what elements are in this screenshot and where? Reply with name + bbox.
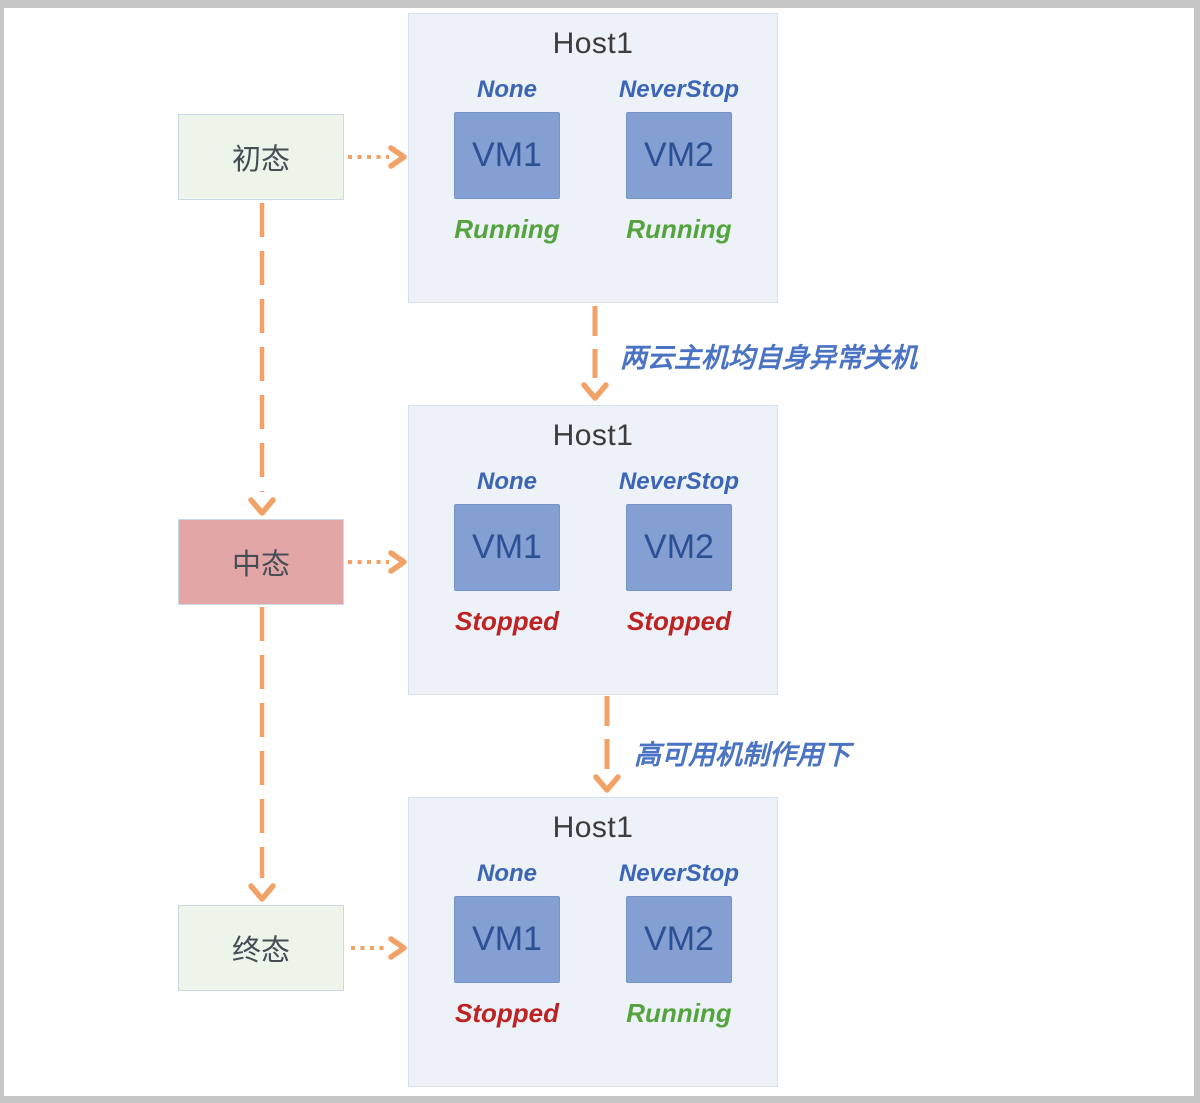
- vm-status-label: Stopped: [455, 606, 559, 636]
- vm-column-vm2: NeverStop VM2 Running: [605, 858, 753, 1029]
- vm-name: VM2: [644, 920, 714, 958]
- vm-box: VM2: [626, 504, 732, 591]
- vm-column-vm1: None VM1 Running: [433, 74, 581, 245]
- state-label-middle: 中态: [231, 549, 290, 581]
- vm-status-label: Stopped: [627, 606, 731, 636]
- vm-column-vm2: NeverStop VM2 Running: [605, 74, 753, 245]
- arrow-state-initial-to-middle: [248, 203, 276, 516]
- vm-row: None VM1 Running NeverStop VM2 Running: [409, 74, 777, 245]
- state-label-final: 终态: [231, 935, 290, 967]
- arrow-initial-to-host1: [348, 145, 407, 169]
- vm-name: VM1: [472, 920, 542, 958]
- state-box-final: 终态: [178, 905, 344, 991]
- arrow-middle-to-host1: [348, 550, 407, 574]
- vm-box: VM2: [626, 896, 732, 983]
- vm-name: VM2: [644, 528, 714, 566]
- vm-column-vm2: NeverStop VM2 Stopped: [605, 466, 753, 637]
- arrow-state-middle-to-final: [248, 607, 276, 902]
- arrow-host1-to-host2: [581, 306, 609, 401]
- state-box-initial: 初态: [178, 114, 344, 200]
- vm-column-vm1: None VM1 Stopped: [433, 466, 581, 637]
- host-box-2: Host1 None VM1 Stopped NeverStop VM2 Sto…: [408, 405, 778, 695]
- vm-status-label: Running: [626, 214, 732, 244]
- state-box-middle: 中态: [178, 519, 344, 605]
- transition-label-abnormal-shutdown: 两云主机均自身异常关机: [620, 343, 917, 373]
- vm-status-label: Running: [626, 998, 732, 1028]
- arrow-host2-to-host3: [593, 696, 621, 793]
- vm-box: VM1: [454, 504, 560, 591]
- host-box-3: Host1 None VM1 Stopped NeverStop VM2 Run…: [408, 797, 778, 1087]
- vm-policy-label: None: [477, 860, 537, 887]
- vm-policy-label: NeverStop: [618, 860, 740, 887]
- arrow-final-to-host1: [351, 936, 407, 960]
- vm-box: VM1: [454, 112, 560, 199]
- vm-status-label: Stopped: [455, 998, 559, 1028]
- vm-row: None VM1 Stopped NeverStop VM2 Running: [409, 858, 777, 1029]
- vm-policy-label: None: [477, 76, 537, 103]
- host-title: Host1: [552, 419, 634, 452]
- state-label-initial: 初态: [231, 144, 290, 176]
- vm-box: VM2: [626, 112, 732, 199]
- vm-policy-label: None: [477, 468, 537, 495]
- vm-policy-label: NeverStop: [618, 468, 740, 495]
- vm-box: VM1: [454, 896, 560, 983]
- host-title: Host1: [552, 811, 634, 844]
- vm-row: None VM1 Stopped NeverStop VM2 Stopped: [409, 466, 777, 637]
- vm-status-label: Running: [454, 214, 560, 244]
- host-title: Host1: [552, 27, 634, 60]
- vm-name: VM2: [644, 136, 714, 174]
- vm-policy-label: NeverStop: [618, 76, 740, 103]
- vm-column-vm1: None VM1 Stopped: [433, 858, 581, 1029]
- transition-label-ha-mechanism: 高可用机制作用下: [634, 740, 850, 770]
- vm-name: VM1: [472, 136, 542, 174]
- vm-name: VM1: [472, 528, 542, 566]
- host-box-1: Host1 None VM1 Running NeverStop VM2 Run…: [408, 13, 778, 303]
